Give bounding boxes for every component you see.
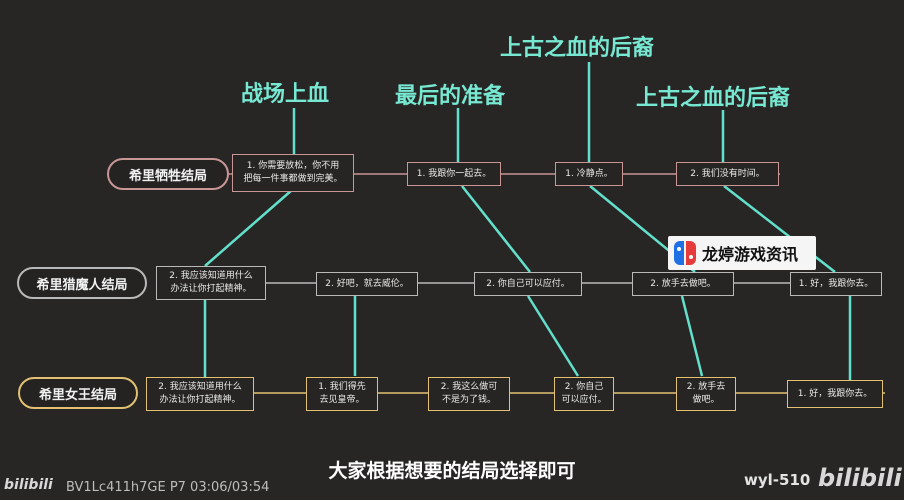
choice-r2-4: 2. 放手去做吧。 [632, 272, 734, 296]
choice-r2-3: 2. 你自己可以应付。 [474, 272, 582, 296]
choice-r3-3: 2. 我这么做可 不是为了钱。 [428, 377, 510, 411]
conn-r1c2-r2c3 [461, 185, 531, 273]
choice-r3-2: 1. 我们得先 去见皇帝。 [306, 377, 378, 411]
chapter-title-1: 战场上血 [241, 82, 330, 107]
watermark-banner: 龙婷游戏资讯 [668, 236, 816, 270]
uploader-name: wyl-510 [744, 471, 811, 489]
choice-r1-1: 1. 你需要放松，你不用 把每一件事都做到完美。 [232, 154, 354, 192]
conn-r2c3-r3c4 [526, 295, 580, 377]
conn-r1c4-r2c5 [723, 185, 836, 273]
conn-r2c4-r3c5 [680, 295, 704, 377]
choice-r2-1: 2. 我应该知道用什么 办法让你打起精神。 [156, 266, 266, 300]
choice-r1-4: 2. 我们没有时间。 [676, 162, 779, 186]
bilibili-logo-left: bilibili [4, 477, 53, 493]
switch-console-icon [674, 241, 696, 265]
chapter-title-4: 上古之血的后裔 [636, 86, 791, 111]
watermark-text: 龙婷游戏资讯 [702, 245, 799, 264]
ending-sacrifice: 希里牺牲结局 [107, 158, 229, 190]
chapter-title-2: 最后的准备 [395, 84, 506, 109]
choice-r2-2: 2. 好吧，就去威伦。 [316, 272, 418, 296]
choice-r3-1: 2. 我应该知道用什么 办法让你打起精神。 [146, 377, 254, 411]
choice-r3-5: 2. 放手去 做吧。 [676, 377, 736, 411]
choice-r2-5: 1. 好，我跟你去。 [790, 272, 882, 296]
choice-r3-6: 1. 好，我跟你去。 [787, 380, 883, 408]
choice-r1-2: 1. 我跟你一起去。 [407, 162, 501, 186]
conn-r1c1-r2c1 [204, 189, 293, 267]
ending-empress: 希里女王结局 [18, 377, 138, 409]
choice-r3-4: 2. 你自己 可以应付。 [554, 377, 614, 411]
ending-witcher: 希里猎魔人结局 [17, 267, 147, 299]
video-meta: BV1Lc411h7GE P7 03:06/03:54 [66, 480, 270, 495]
choice-r1-3: 1. 冷静点。 [555, 162, 623, 186]
video-subtitle: 大家根据想要的结局选择即可 [328, 460, 576, 482]
bilibili-logo-right: bilibili [818, 464, 902, 492]
chapter-title-3: 上古之血的后裔 [500, 36, 655, 61]
